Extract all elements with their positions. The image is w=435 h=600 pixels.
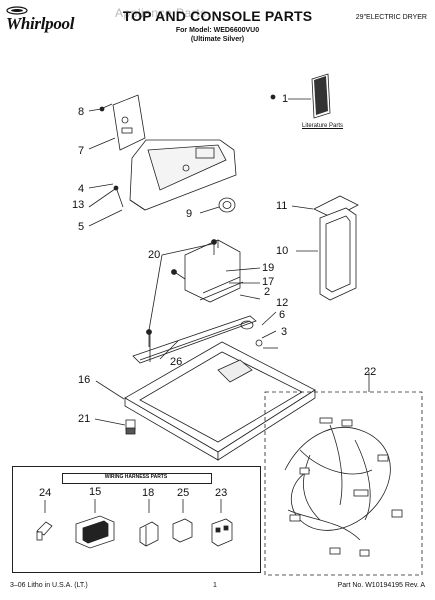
callout-6: 6: [279, 309, 286, 321]
model-number: For Model: WED6600VU0: [175, 27, 260, 34]
wiring-harness: [264, 372, 423, 576]
panel-door: [296, 207, 357, 301]
control-knob: [199, 197, 236, 214]
callout-10: 10: [276, 245, 289, 257]
wiring-harness-parts-box: [12, 466, 261, 573]
callout-22: 22: [364, 366, 377, 378]
callout-20: 20: [148, 249, 161, 261]
callout-26: 26: [170, 356, 183, 368]
callout-3: 3: [281, 326, 288, 338]
page-title: TOP AND CONSOLE PARTS: [122, 8, 313, 24]
callout-17: 17: [262, 276, 275, 288]
callout-11: 11: [276, 200, 288, 212]
literature-booklet: [288, 73, 331, 119]
callout-2: 2: [264, 286, 271, 298]
callout-16: 16: [78, 374, 91, 386]
dryer-top-panel: [95, 341, 316, 461]
callout-leader-lines: [88, 108, 261, 362]
harness-callout-23: 23: [215, 487, 228, 499]
brand-logo-swoosh: [6, 6, 28, 15]
model-color: (Ultimate Silver): [190, 36, 245, 43]
harness-part-illustrations: [36, 499, 233, 549]
callout-1: 1: [282, 93, 289, 105]
callout-13: 13: [72, 199, 85, 211]
brand-logo: Whirlpool: [6, 14, 75, 33]
product-type: 29"ELECTRIC DRYER: [355, 14, 427, 21]
hinge-strip: [132, 311, 278, 364]
callout-5: 5: [78, 221, 85, 233]
footer-part-number: Part No. W10194195 Rev. A: [337, 582, 425, 589]
mounting-bracket: [184, 239, 261, 303]
harness-callout-18: 18: [142, 487, 155, 499]
screw-set: [99, 94, 276, 347]
harness-callout-15: 15: [89, 486, 102, 498]
watermark: Appliance Parts: [115, 6, 207, 20]
literature-parts-label: Literature Parts: [302, 123, 344, 129]
harness-callout-24: 24: [39, 487, 52, 499]
callout-19: 19: [262, 262, 275, 274]
callout-12: 12: [276, 297, 289, 309]
footer-litho: 3–06 Litho in U.S.A. (LT.): [10, 582, 88, 589]
console-control-panel: [112, 94, 237, 211]
callout-8: 8: [78, 106, 85, 118]
wiring-harness-title: WIRING HARNESS PARTS: [104, 474, 168, 480]
end-cap: [313, 195, 359, 219]
hinge-foot: [94, 418, 136, 435]
callout-7: 7: [78, 145, 85, 157]
callout-4: 4: [78, 183, 85, 195]
wiring-harness-title-frame: [62, 473, 212, 484]
callout-9: 9: [186, 208, 193, 220]
callout-21: 21: [78, 413, 91, 425]
footer-page-number: 1: [213, 582, 217, 589]
harness-callout-25: 25: [177, 487, 190, 499]
